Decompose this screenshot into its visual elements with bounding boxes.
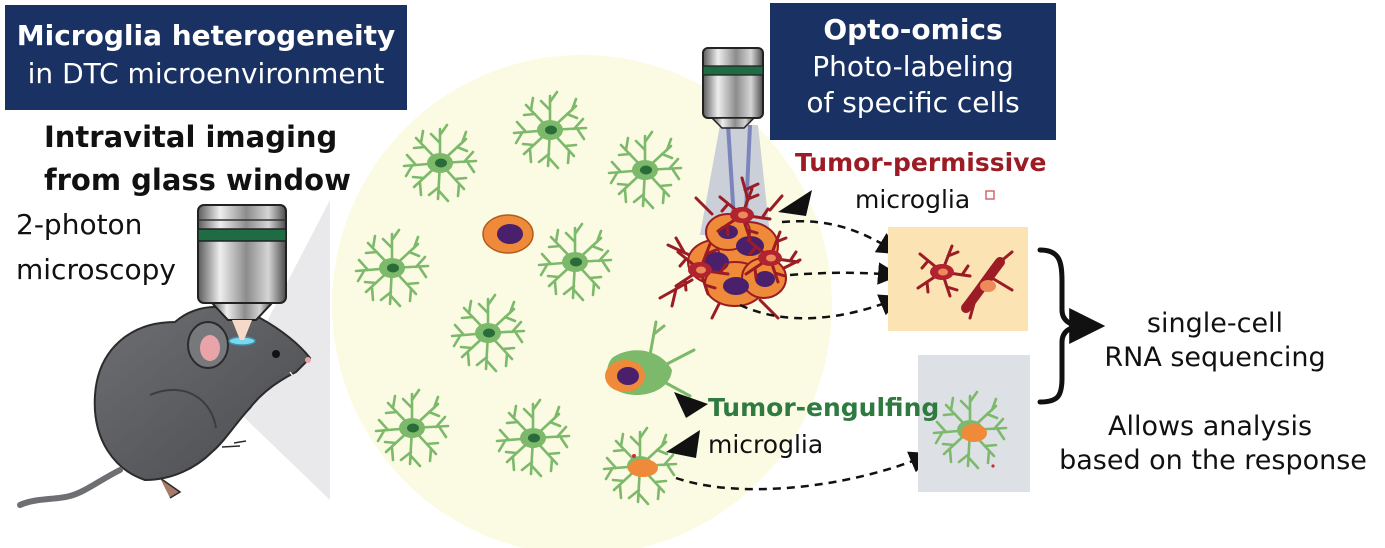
label-tumor-engulfing: Tumor-engulfing (708, 393, 940, 422)
objective-lens-icon (700, 47, 770, 236)
objective-lens-icon (197, 204, 287, 340)
title-box-heterogeneity: Microglia heterogeneity in DTC microenvi… (5, 5, 407, 110)
title-specific-cells: of specific cells (806, 86, 1020, 119)
pointer-triangle (674, 392, 708, 418)
dashed-arrow (739, 294, 903, 320)
label-permissive-microglia: microglia (855, 185, 971, 214)
label-microscopy: microscopy (16, 253, 176, 286)
label-intravital-imaging: Intravital imaging (44, 120, 338, 154)
mouse-illustration (17, 305, 312, 508)
sorted-red-microglia (916, 244, 1014, 320)
tumor-cluster (658, 176, 802, 320)
label-single-cell: single-cell (1146, 308, 1284, 339)
permissive-sorted-box (888, 227, 1028, 331)
label-based-on-response: based on the response (1059, 445, 1367, 476)
label-engulfing-microglia: microglia (708, 430, 824, 459)
title-heterogeneity: Microglia heterogeneity (16, 19, 396, 52)
brace-icon (1037, 247, 1083, 405)
dashed-arrow (675, 451, 933, 491)
label-rna-sequencing: RNA sequencing (1104, 342, 1326, 373)
pointer-triangle (666, 430, 700, 458)
title-opto-omics: Opto-omics (823, 13, 1003, 46)
dashed-arrow (781, 220, 900, 255)
engulfing-microglia (602, 426, 678, 506)
label-glass-window: from glass window (44, 163, 351, 197)
sorted-green-microglia (932, 390, 1008, 470)
engulfing-microglia (605, 320, 696, 398)
label-allows-analysis: Allows analysis (1107, 411, 1313, 442)
label-2-photon: 2-photon (16, 208, 143, 241)
pointer-triangle (778, 190, 812, 216)
title-box-opto-omics: Opto-omics Photo-labeling of specific ce… (770, 3, 1056, 140)
label-tumor-permissive: Tumor-permissive (795, 148, 1047, 177)
small-marker (985, 190, 995, 200)
title-photo-labeling: Photo-labeling (812, 50, 1014, 83)
title-microenvironment: in DTC microenvironment (27, 57, 385, 90)
tumor-cell-icon (482, 214, 534, 254)
dashed-arrow (789, 262, 901, 285)
